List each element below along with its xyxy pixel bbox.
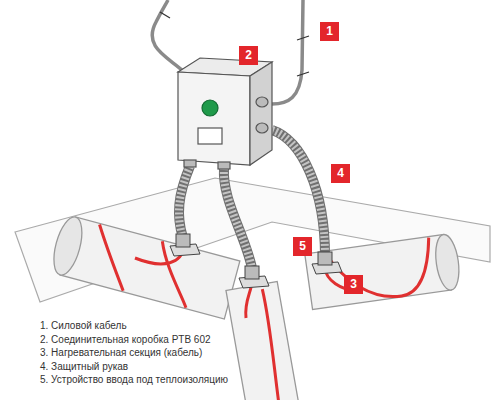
entry-gland [170,234,342,288]
legend-item: 2. Соединительная коробка PTB 602 [40,334,211,345]
pipe-branch [226,281,300,400]
heating-cable [258,289,284,400]
cable-tie [160,12,309,76]
pipe-left [49,214,240,319]
legend-item: 3. Нагревательная секция (кабель) [40,347,202,358]
callout-number: 3 [344,275,363,294]
power-cable [272,0,303,104]
power-cable [152,0,184,72]
legend-item: 1. Силовой кабель [40,320,127,331]
legend-item: 4. Защитный рукав [40,361,128,372]
heating-cable [85,224,201,307]
callout-number: 5 [293,237,312,256]
callout-number: 1 [320,22,339,41]
junction-box [178,58,272,169]
callout-number: 4 [331,164,350,183]
callout-number: 2 [239,46,258,65]
legend-item: 5. Устройство ввода под теплоизоляцию [40,374,228,385]
